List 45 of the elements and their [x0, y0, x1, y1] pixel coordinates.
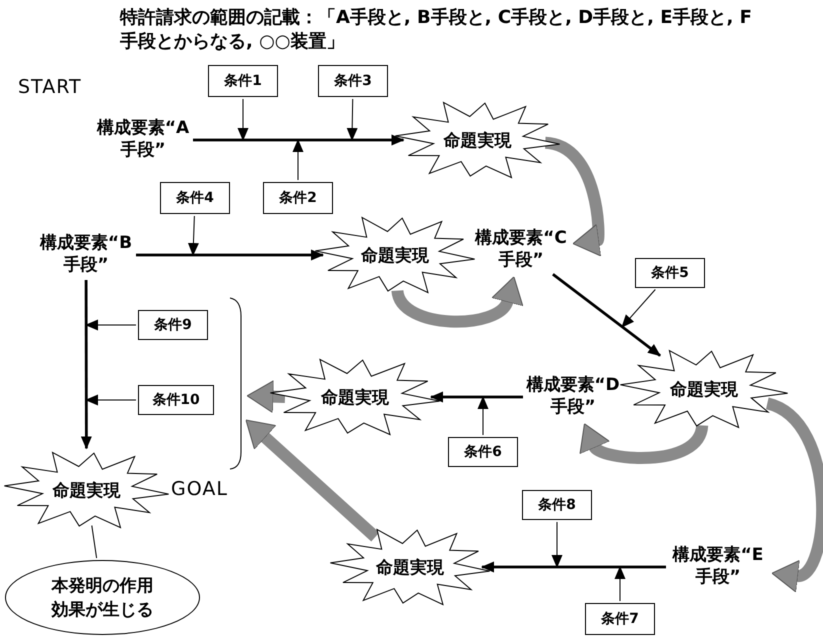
arrow — [80, 280, 92, 450]
component-label: 構成要素“C手段” — [473, 227, 569, 273]
arrow — [85, 394, 136, 406]
arrow — [238, 98, 248, 141]
arrow — [136, 250, 324, 260]
condition-box: 条件6 — [448, 437, 518, 467]
condition-box: 条件3 — [318, 65, 388, 97]
condition-box: 条件10 — [138, 385, 214, 415]
arrow — [85, 320, 136, 330]
arrow — [430, 392, 523, 402]
arrow — [292, 139, 304, 180]
component-label: 構成要素“A手段” — [95, 117, 191, 163]
leader-line — [91, 525, 98, 559]
starburst-label: 命題実現 — [321, 386, 389, 408]
arrow — [552, 273, 661, 357]
condition-box: 条件5 — [635, 258, 705, 288]
condition-box: 条件7 — [585, 603, 655, 635]
arrow — [614, 566, 626, 602]
start-label: START — [18, 76, 82, 98]
arrow — [193, 134, 404, 146]
starburst-label: 命題実現 — [670, 378, 738, 400]
arrow — [552, 522, 562, 568]
arrow — [346, 98, 358, 141]
component-label: 構成要素“D手段” — [525, 374, 621, 420]
block-arrow — [764, 398, 823, 592]
component-label: 構成要素“E手段” — [668, 544, 768, 590]
component-label: 構成要素“B手段” — [38, 232, 134, 278]
title: 特許請求の範囲の記載：「A手段と, B手段と, C手段と, D手段と, E手段と, F手段とからなる, ○○装置」 — [120, 6, 753, 54]
arrow — [478, 396, 488, 436]
condition-box: 条件4 — [160, 182, 230, 214]
condition-box: 条件1 — [208, 65, 278, 97]
speech-bubble: 本発明の作用効果が生じる — [5, 560, 200, 635]
block-arrow — [392, 278, 522, 328]
arrow — [621, 289, 656, 328]
starburst-label: 命題実現 — [376, 556, 444, 578]
goal-label: GOAL — [171, 478, 228, 500]
block-arrow — [246, 380, 286, 414]
starburst-label: 命題実現 — [444, 130, 512, 152]
arrow — [188, 216, 199, 256]
starburst-label: 命題実現 — [52, 480, 120, 502]
condition-box: 条件2 — [263, 182, 333, 214]
arrow — [481, 562, 666, 572]
condition-box: 条件9 — [138, 310, 208, 340]
condition-box: 条件8 — [522, 490, 592, 520]
starburst-label: 命題実現 — [361, 244, 429, 266]
